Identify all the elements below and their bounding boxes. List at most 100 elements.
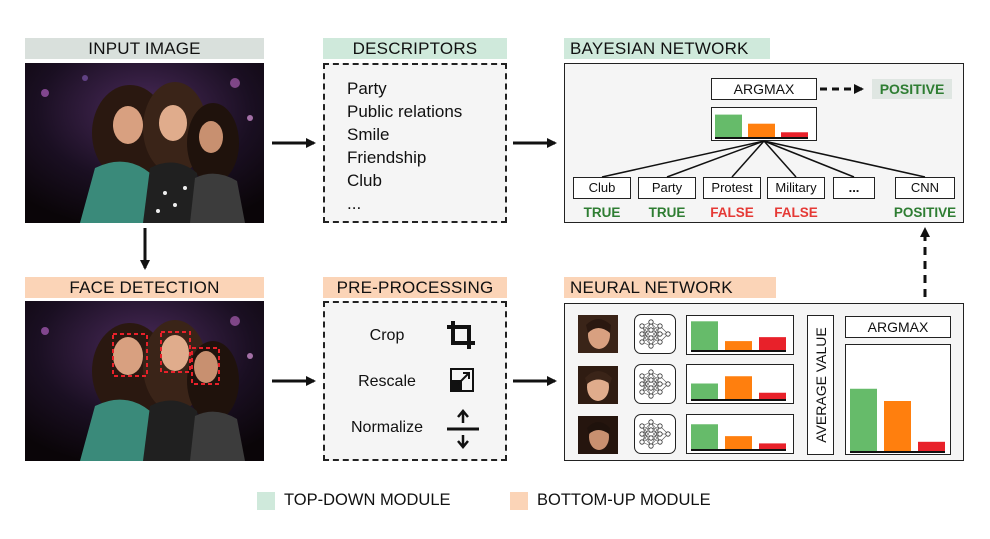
cnn-neuron [648, 335, 654, 341]
face-crop-2 [578, 366, 618, 404]
state-party: TRUE [648, 205, 686, 220]
input-image-header: INPUT IMAGE [25, 38, 264, 59]
neural-network-header: NEURAL NETWORK [564, 277, 776, 298]
cnn-glyphs [639, 319, 671, 449]
descriptor-item: Party [347, 79, 387, 98]
descriptor-item: Smile [347, 125, 390, 144]
cnn-neuron [657, 423, 663, 429]
descriptor-item: ... [347, 194, 362, 213]
cnn-neuron [639, 323, 645, 329]
rescale-label: Rescale [358, 373, 416, 390]
face-prob-3-bar-3 [759, 443, 786, 450]
cnn-neuron [657, 323, 663, 329]
crop-label: Crop [369, 327, 405, 344]
cnn-neuron [648, 435, 654, 441]
cnn-neuron [648, 377, 654, 383]
face-prob-2-bar-1 [691, 383, 718, 400]
face-prob-3-bar-1 [691, 424, 718, 450]
node-ellipsis: ... [833, 177, 875, 199]
cnn-neuron [657, 439, 663, 445]
node-military: Military [767, 177, 825, 199]
cnn-neuron [639, 381, 645, 387]
face-box-3 [191, 347, 220, 385]
face-prob-1-bar-2 [725, 341, 752, 351]
face-prob-3-bar-2 [725, 436, 752, 450]
face-prob-1-bar-3 [759, 337, 786, 351]
bayesian-network-header: BAYESIAN NETWORK [564, 38, 770, 59]
bayesian-prob-bar-2 [748, 123, 775, 138]
cnn-neuron [665, 331, 671, 337]
cnn-neuron [665, 431, 671, 437]
descriptors-header: DESCRIPTORS [323, 38, 507, 59]
legend-bottom-up-swatch [510, 492, 528, 510]
state-club: TRUE [583, 205, 621, 220]
cnn-neuron [639, 431, 645, 437]
state-cnn: POSITIVE [893, 205, 957, 220]
cnn-neuron [657, 339, 663, 345]
average-prob-bar-2 [884, 401, 911, 452]
cnn-neuron [648, 319, 654, 325]
cnn-neuron [657, 431, 663, 437]
cnn-neuron [657, 381, 663, 387]
normalize-icon [447, 409, 479, 449]
cnn-neuron [639, 439, 645, 445]
node-cnn: CNN [895, 177, 955, 199]
node-party: Party [638, 177, 696, 199]
rescale-icon [450, 368, 474, 392]
probability-bars [691, 114, 945, 453]
pre-processing-box: Crop Rescale Normalize [323, 301, 507, 461]
cnn-neuron [657, 373, 663, 379]
cnn-neuron [648, 385, 654, 391]
face-prob-1-bar-1 [691, 321, 718, 351]
cnn-neuron [648, 393, 654, 399]
cnn-neuron [665, 381, 671, 387]
bayesian-result-positive: POSITIVE [872, 79, 952, 99]
face-crop-3 [578, 416, 618, 454]
face-crop-1 [578, 315, 618, 353]
cnn-neuron [648, 369, 654, 375]
cnn-neuron [639, 373, 645, 379]
cnn-neuron [639, 389, 645, 395]
node-club: Club [573, 177, 631, 199]
cnn-neuron [639, 339, 645, 345]
cnn-neuron [648, 427, 654, 433]
average-prob-bar-3 [918, 441, 945, 452]
input-image [25, 63, 264, 223]
bayesian-prob-bar-3 [781, 132, 808, 138]
cnn-link [650, 325, 661, 347]
face-box-2 [160, 331, 191, 373]
cnn-link [641, 421, 652, 443]
cnn-neuron [648, 443, 654, 449]
state-military: FALSE [774, 205, 818, 220]
pre-processing-header: PRE-PROCESSING [323, 277, 507, 298]
node-protest: Protest [703, 177, 761, 199]
bayesian-edges [601, 140, 926, 178]
crop-icon [447, 321, 475, 349]
descriptors-box: Party Public relations Smile Friendship … [323, 63, 507, 223]
face-prob-2-bar-2 [725, 376, 752, 400]
cnn-neuron [648, 327, 654, 333]
face-detection-image [25, 301, 264, 461]
legend-top-down-swatch [257, 492, 275, 510]
descriptor-item: Public relations [347, 102, 463, 121]
cnn-link [641, 321, 652, 343]
cnn-link [650, 375, 661, 397]
cnn-neuron [648, 419, 654, 425]
legend-top-down-label: TOP-DOWN MODULE [284, 491, 451, 509]
neural-argmax-box: ARGMAX [845, 316, 951, 338]
state-protest: FALSE [710, 205, 754, 220]
legend-bottom-up-label: BOTTOM-UP MODULE [537, 491, 711, 509]
descriptor-item: Friendship [347, 148, 427, 167]
descriptor-item: Club [347, 171, 382, 190]
bayesian-argmax-box: ARGMAX [711, 78, 817, 100]
cnn-neuron [657, 389, 663, 395]
cnn-link [650, 425, 661, 447]
cnn-neuron [657, 331, 663, 337]
cnn-neuron [639, 331, 645, 337]
bayesian-prob-bar-1 [715, 114, 742, 138]
face-box-1 [112, 333, 148, 377]
face-prob-2-bar-3 [759, 392, 786, 400]
average-value-box: AVERAGE VALUE [807, 315, 834, 455]
normalize-label: Normalize [350, 419, 423, 436]
